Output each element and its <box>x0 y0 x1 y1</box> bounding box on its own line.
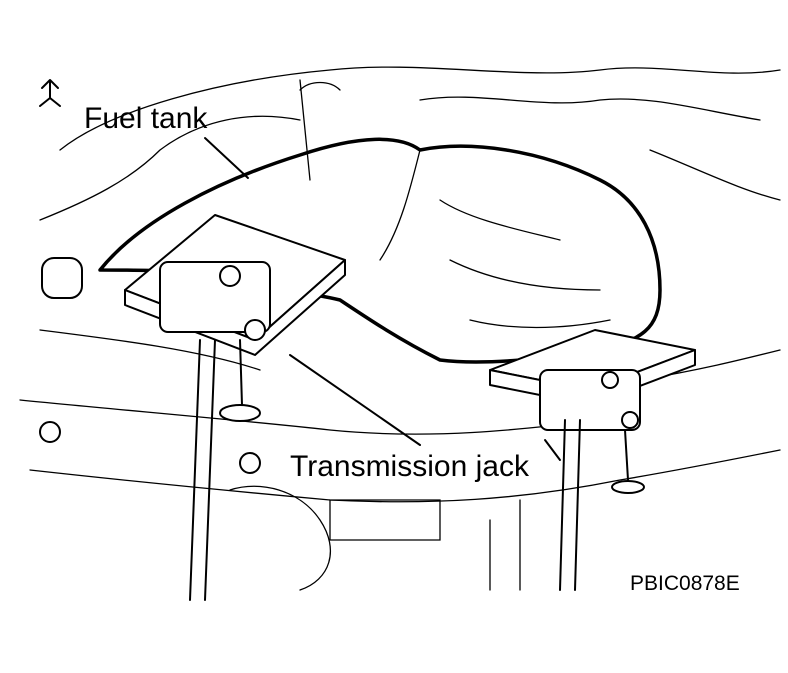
leader-lines <box>204 137 561 461</box>
underbody-outline <box>19 66 781 503</box>
fuel-tank-label: Fuel tank <box>84 102 208 135</box>
transmission-jack-label: Transmission jack <box>290 450 529 483</box>
front-arrow-icon <box>39 79 61 107</box>
figure-code: PBIC0878E <box>630 572 740 595</box>
jack-left <box>39 214 346 601</box>
jack-right <box>489 329 696 591</box>
lower-body <box>229 485 521 591</box>
